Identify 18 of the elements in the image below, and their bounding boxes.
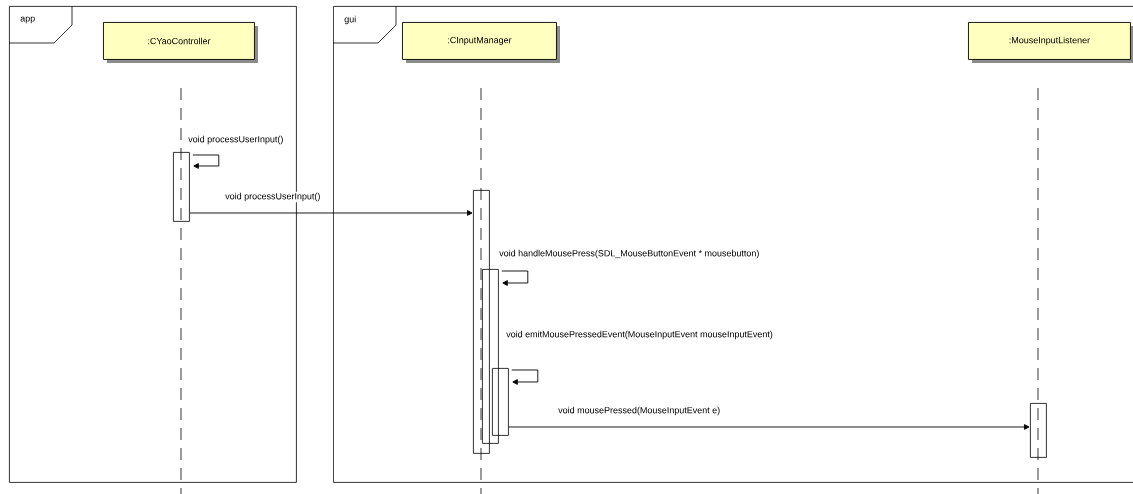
message-arrow (501, 270, 529, 286)
activation-bar (492, 368, 509, 436)
message-label: void mousePressed(MouseInputEvent e) (557, 405, 722, 417)
message-arrow (192, 154, 220, 169)
lifeline-head: :CInputManager (402, 22, 560, 63)
message-label: void processUserInput() (187, 134, 285, 146)
message-arrow (508, 424, 1030, 430)
activation-bar (482, 269, 499, 444)
activation-bar (473, 190, 490, 454)
lifeline-head: :CYaoController (103, 22, 258, 63)
activation-bar (173, 152, 190, 222)
message-label: void handleMousePress(SDL_MouseButtonEvent * mousebutton) (498, 248, 761, 260)
activation-bar (1030, 403, 1047, 458)
lifeline-head: :MouseInputListener (968, 22, 1133, 63)
message-arrow (511, 369, 539, 385)
message-arrow (189, 210, 473, 216)
message-label: void processUserInput() (224, 191, 322, 203)
message-label: void emitMousePressedEvent(MouseInputEvent mouseInputEvent) (505, 329, 774, 341)
